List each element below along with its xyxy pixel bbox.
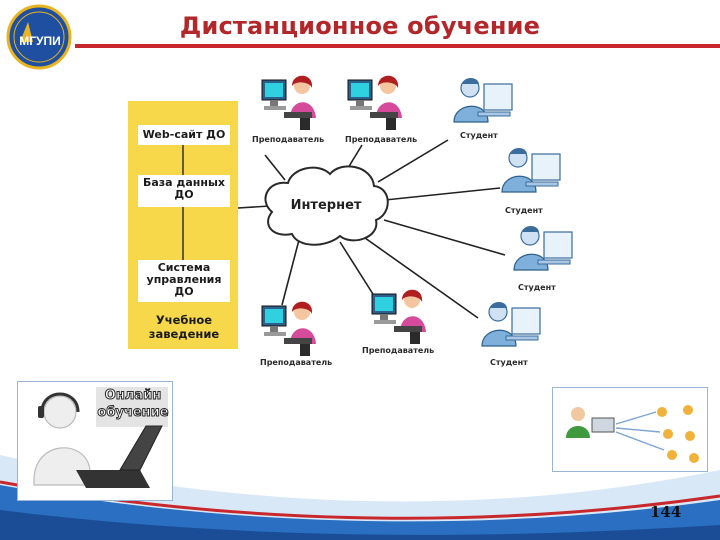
institution-item-database: База данных ДО xyxy=(138,175,230,207)
elearning-scheme-image xyxy=(552,387,708,472)
student-icon xyxy=(513,226,573,271)
institution-item-lms: Система управления ДО xyxy=(138,260,230,302)
node-label: Преподаватель xyxy=(362,346,435,355)
online-learning-text: Онлайн обучение xyxy=(97,388,169,421)
node-label: Студент xyxy=(460,131,498,140)
teacher-icon xyxy=(347,75,402,130)
node-label: Студент xyxy=(505,206,543,215)
node-label: Студент xyxy=(518,283,556,292)
university-logo: МГУПИ xyxy=(6,4,72,70)
connection-lines xyxy=(237,139,506,319)
title-divider xyxy=(75,44,720,48)
logo-text: МГУПИ xyxy=(19,34,61,48)
internet-label: Интернет xyxy=(290,198,362,213)
node-label: Преподаватель xyxy=(345,135,418,144)
teacher-icon xyxy=(371,289,426,344)
slide-title: Дистанционное обучение xyxy=(179,12,541,40)
institution-label: Учебное заведение xyxy=(148,313,220,341)
internet-cloud xyxy=(264,165,389,246)
page-number: 144 xyxy=(650,503,682,521)
institution-item-website: Web-сайт ДО xyxy=(138,125,230,145)
student-icon xyxy=(481,302,541,347)
node-label: Студент xyxy=(490,358,528,367)
teacher-icon xyxy=(261,75,316,130)
student-icon xyxy=(453,78,513,123)
node-label: Преподаватель xyxy=(252,135,325,144)
node-label: Преподаватель xyxy=(260,358,333,367)
teacher-icon xyxy=(261,301,316,356)
student-icon xyxy=(501,148,561,193)
